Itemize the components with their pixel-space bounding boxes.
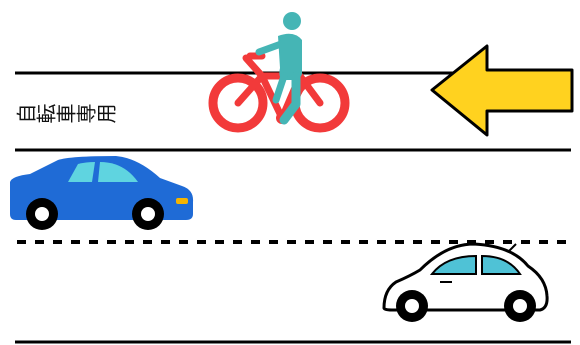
lane-marking-text: 自転車専用 <box>16 103 116 127</box>
cyclist-icon <box>255 12 302 125</box>
car-icon <box>10 156 194 230</box>
left-arrow-icon <box>430 44 574 137</box>
beetle-car-icon <box>382 242 549 322</box>
